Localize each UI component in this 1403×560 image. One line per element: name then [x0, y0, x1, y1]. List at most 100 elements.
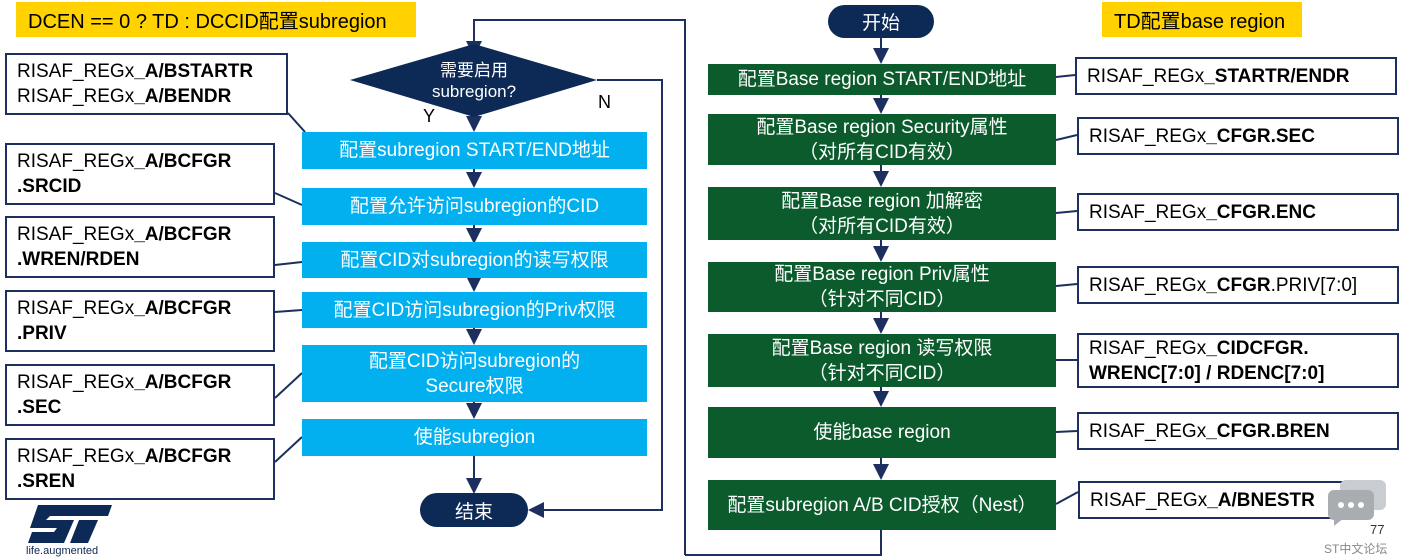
note-register: _A/BCFGR: [134, 372, 232, 393]
note-register: _CFGR: [1206, 201, 1271, 223]
left-note-5: RISAF_REGx_A/BCFGR .SEC: [5, 364, 275, 426]
right-step-7-text: 配置subregion A/B CID授权（Nest）: [727, 494, 1037, 516]
note-text: RISAF_REGx: [17, 61, 135, 82]
note-register: _CIDCFGR.: [1206, 337, 1309, 359]
right-note-5: RISAF_REGx_CIDCFGR. WRENC[7:0] / RDENC[7…: [1077, 333, 1399, 388]
note-text: RISAF_REGx: [1089, 274, 1207, 296]
note-text: RISAF_REGx: [1089, 420, 1207, 442]
note-register: _A/BENDR: [134, 86, 232, 107]
note-field: .SEC: [1270, 125, 1315, 147]
note-register: _CFGR: [1206, 274, 1271, 296]
note-text: RISAF_REGx: [17, 151, 135, 172]
left-section-header: DCEN == 0 ? TD : DCCID配置subregion: [16, 2, 416, 37]
forum-watermark: 77 ST中文论坛: [1322, 478, 1398, 558]
right-step-5-line-2: （针对不同CID）: [808, 362, 956, 384]
note-register: _A/BCFGR: [134, 298, 232, 319]
right-step-1: 配置Base region START/END地址: [708, 64, 1056, 95]
note-text: RISAF_REGx: [1090, 489, 1208, 511]
page-number: 77: [1370, 522, 1385, 537]
left-step-1-text: 配置subregion START/END地址: [339, 140, 610, 161]
note-field: .PRIV[7:0]: [1270, 274, 1358, 296]
st-tagline: life.augmented: [26, 545, 99, 557]
note-field: .PRIV: [17, 323, 67, 344]
note-register: _A/BCFGR: [134, 151, 232, 172]
right-step-5: 配置Base region 读写权限 （针对不同CID）: [708, 334, 1056, 387]
right-step-2-line-2: （对所有CID有效）: [799, 141, 965, 163]
right-note-3: RISAF_REGx_CFGR.ENC: [1077, 193, 1399, 231]
note-register: _STARTR/ENDR: [1204, 65, 1350, 87]
decision-line-1: 需要启用: [440, 61, 508, 80]
left-note-1: RISAF_REGx_A/BSTARTR RISAF_REGx_A/BENDR: [5, 53, 288, 115]
note-register: _A/BSTARTR: [134, 61, 254, 82]
note-text: RISAF_REGx: [1087, 65, 1205, 87]
note-text: RISAF_REGx: [17, 224, 135, 245]
left-step-2: 配置允许访问subregion的CID: [302, 188, 647, 225]
left-step-4: 配置CID访问subregion的Priv权限: [302, 292, 647, 328]
note-field: .SRCID: [17, 176, 82, 197]
note-field: .BREN: [1270, 420, 1330, 442]
left-step-6: 使能subregion: [302, 419, 647, 456]
note-register: _A/BCFGR: [134, 224, 232, 245]
decision-line-2: subregion?: [431, 82, 517, 101]
note-text: RISAF_REGx: [17, 86, 135, 107]
left-step-5-line-1: 配置CID访问subregion的: [368, 350, 581, 372]
right-section-header: TD配置base region: [1102, 2, 1302, 37]
note-text: RISAF_REGx: [1089, 201, 1207, 223]
forum-label: ST中文论坛: [1324, 542, 1388, 556]
st-logo: life.augmented: [18, 503, 118, 558]
right-note-7: RISAF_REGx_A/BNESTR: [1078, 481, 1346, 519]
note-text: RISAF_REGx: [17, 298, 135, 319]
left-step-5: 配置CID访问subregion的 Secure权限: [302, 345, 647, 402]
right-note-6: RISAF_REGx_CFGR.BREN: [1077, 412, 1399, 450]
decision-label: 需要启用 subregion?: [400, 60, 548, 102]
left-step-3-text: 配置CID对subregion的读写权限: [340, 249, 609, 271]
right-step-3-line-1: 配置Base region 加解密: [781, 190, 983, 212]
note-field: WRENC[7:0] / RDENC[7:0]: [1089, 362, 1325, 384]
chat-bubble-icon: [1328, 480, 1386, 526]
right-step-7: 配置subregion A/B CID授权（Nest）: [708, 480, 1056, 530]
note-field: .SEC: [17, 397, 62, 418]
right-note-4: RISAF_REGx_CFGR.PRIV[7:0]: [1077, 266, 1399, 304]
start-terminal: 开始: [828, 5, 934, 38]
left-note-2: RISAF_REGx_A/BCFGR .SRCID: [5, 143, 275, 205]
left-step-4-text: 配置CID访问subregion的Priv权限: [333, 299, 616, 321]
left-note-6: RISAF_REGx_A/BCFGR .SREN: [5, 438, 275, 500]
right-step-2: 配置Base region Security属性 （对所有CID有效）: [708, 114, 1056, 165]
right-step-1-text: 配置Base region START/END地址: [737, 69, 1027, 90]
right-note-1: RISAF_REGx_STARTR/ENDR: [1075, 57, 1397, 95]
left-step-2-text: 配置允许访问subregion的CID: [349, 196, 600, 217]
note-text: RISAF_REGx: [1089, 125, 1207, 147]
note-text: RISAF_REGx: [17, 446, 135, 467]
left-step-6-text: 使能subregion: [413, 427, 536, 448]
left-note-4: RISAF_REGx_A/BCFGR .PRIV: [5, 290, 275, 352]
right-step-3: 配置Base region 加解密 （对所有CID有效）: [708, 187, 1056, 240]
left-note-3: RISAF_REGx_A/BCFGR .WREN/RDEN: [5, 216, 275, 278]
note-field: .SREN: [17, 471, 76, 492]
note-text: RISAF_REGx: [1089, 337, 1207, 359]
note-register: _A/BCFGR: [134, 446, 232, 467]
st-logo-mark: [28, 505, 112, 543]
note-field: .WREN/RDEN: [17, 249, 140, 270]
decision-diamond: [350, 44, 597, 117]
no-label: N: [598, 92, 611, 112]
left-step-1: 配置subregion START/END地址: [302, 132, 647, 169]
right-note-2: RISAF_REGx_CFGR.SEC: [1077, 117, 1399, 155]
left-step-3: 配置CID对subregion的读写权限: [302, 242, 647, 278]
left-step-5-line-2: Secure权限: [425, 375, 524, 397]
note-field: .ENC: [1270, 201, 1317, 223]
yes-label: Y: [423, 106, 436, 126]
right-step-4-line-1: 配置Base region Priv属性: [774, 264, 990, 285]
right-step-4: 配置Base region Priv属性 （针对不同CID）: [708, 262, 1056, 312]
note-register: _CFGR: [1206, 420, 1271, 442]
right-step-5-line-1: 配置Base region 读写权限: [771, 337, 993, 359]
note-register: _CFGR: [1206, 125, 1271, 147]
right-step-4-line-2: （针对不同CID）: [808, 289, 956, 310]
note-text: RISAF_REGx: [17, 372, 135, 393]
right-step-6-text: 使能base region: [813, 422, 951, 443]
right-step-6: 使能base region: [708, 407, 1056, 458]
right-step-2-line-1: 配置Base region Security属性: [756, 116, 1008, 138]
end-terminal: 结束: [420, 493, 528, 527]
note-register: _A/BNESTR: [1207, 489, 1315, 511]
right-step-3-line-2: （对所有CID有效）: [799, 215, 965, 237]
